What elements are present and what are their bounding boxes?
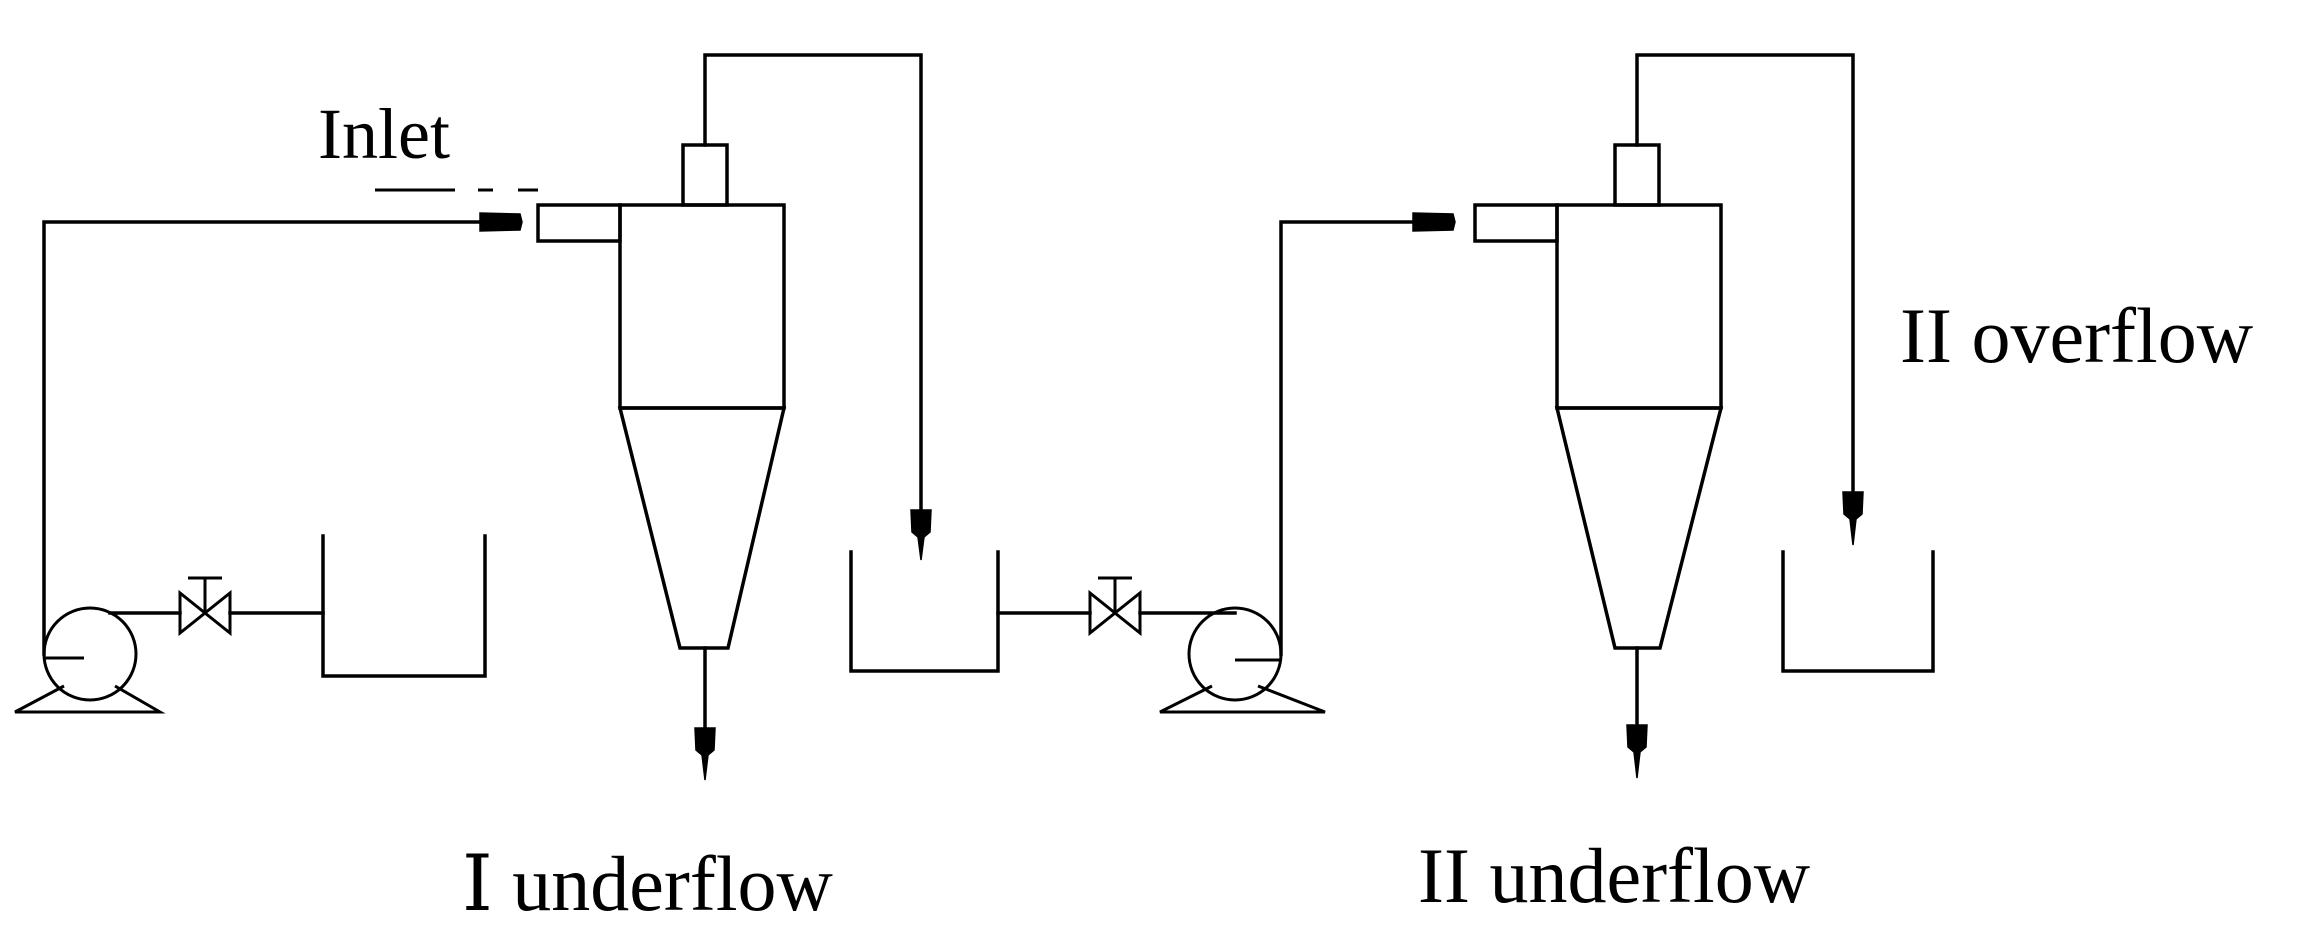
overflow-line-2	[1635, 53, 1855, 494]
stage-2: II overflow II underflow	[996, 53, 2253, 919]
underflow-arrow-1	[694, 727, 716, 781]
inlet-arrow-2	[1412, 212, 1456, 232]
cylinder-section-2	[1555, 203, 1723, 410]
feed-tank-1	[321, 534, 487, 678]
inlet-nozzle-1	[536, 203, 622, 243]
valve-1	[178, 576, 232, 637]
cylinder-section-1	[618, 203, 786, 410]
feed-line-2	[1279, 220, 1415, 656]
overflow-tank-2	[1781, 550, 1935, 673]
valve-2	[1088, 576, 1142, 637]
cone-section-2	[1554, 406, 1724, 650]
pump-1	[14, 606, 166, 714]
underflow-1-label: Ⅰ underflow	[462, 840, 833, 927]
underflow-2-label: II underflow	[1418, 832, 1810, 919]
inlet-nozzle-2	[1473, 203, 1559, 243]
overflow-2-label: II overflow	[1900, 292, 2253, 379]
vortex-finder-2	[1613, 143, 1661, 207]
pump-2	[1159, 606, 1326, 714]
inlet-label: Inlet	[318, 94, 450, 174]
overflow-line-1	[703, 53, 923, 512]
stage-1: Inlet Ⅰ underflow	[14, 53, 1000, 927]
inlet-arrow-1	[479, 212, 523, 232]
cone-section-1	[617, 406, 787, 650]
hydrocyclone-1	[536, 143, 787, 650]
feed-line-1	[42, 220, 482, 656]
vortex-finder-1	[681, 143, 729, 207]
overflow-arrow-1	[910, 509, 932, 561]
hydrocyclone-2	[1473, 143, 1724, 650]
underflow-arrow-2	[1626, 724, 1648, 779]
overflow-tank-1	[849, 550, 1000, 673]
overflow-arrow-2	[1842, 491, 1864, 546]
